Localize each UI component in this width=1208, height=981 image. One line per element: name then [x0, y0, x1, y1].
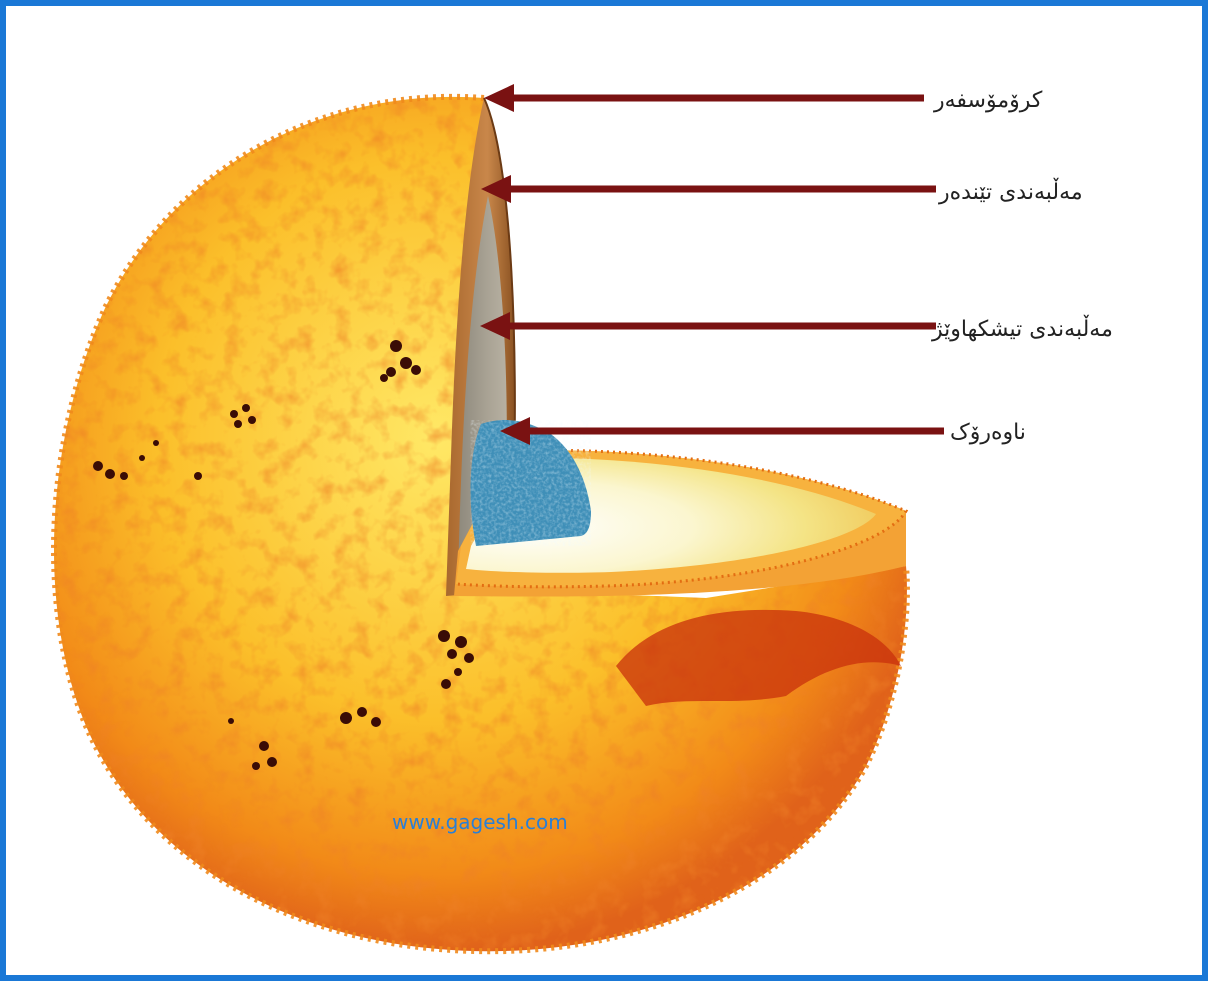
arrow-left-icon — [480, 312, 936, 340]
sun-cutaway-illustration — [6, 6, 1202, 975]
label-chromosphere: کرۆمۆسفەر — [934, 90, 1042, 112]
label-core: ناوەرۆک — [950, 422, 1026, 444]
arrow-left-icon — [481, 175, 936, 203]
watermark: www.gagesh.com — [392, 810, 568, 834]
label-radiative-zone: مەڵبەندی تیشکهاوێژ — [932, 319, 1113, 341]
sun-core — [471, 420, 591, 546]
label-arrows — [480, 84, 944, 445]
arrow-left-icon — [500, 417, 944, 445]
arrow-left-icon — [484, 84, 924, 112]
label-convection-zone: مەڵبەندی تێندەر — [939, 182, 1083, 204]
